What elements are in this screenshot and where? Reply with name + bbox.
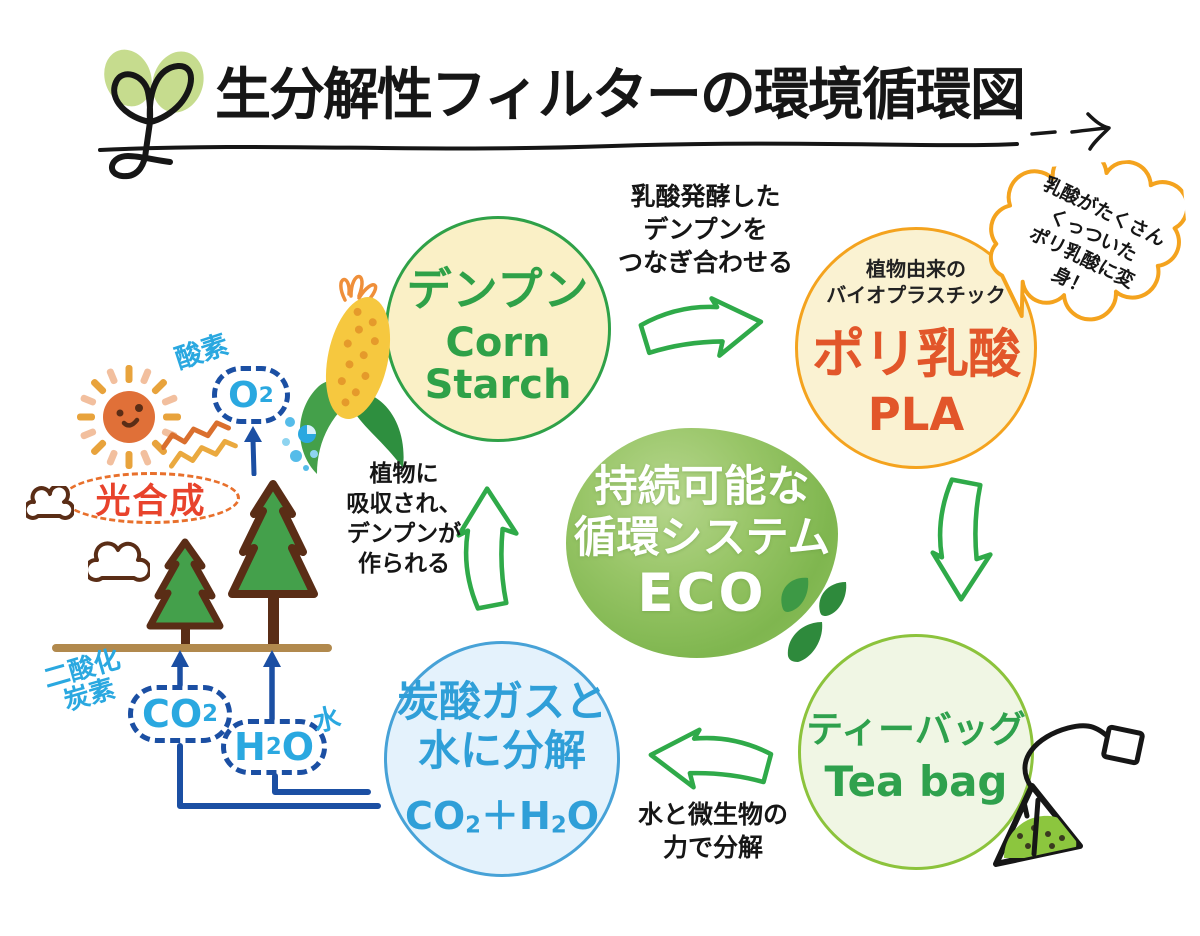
- starch-label-en-1: Corn: [445, 319, 551, 366]
- leaves-icon: [781, 577, 847, 662]
- cycle-arrow-pla-to-teabag-icon: [930, 470, 994, 608]
- node-teabag: ティーバッグ Tea bag: [798, 634, 1034, 870]
- cycle-arrow-teabag-to-decompose-icon: [640, 723, 782, 796]
- decompose-connector-lines-icon: [177, 743, 381, 809]
- ground-line: [52, 644, 332, 652]
- oxygen-label: 酸素: [171, 329, 233, 376]
- node-decompose: 炭酸ガスと 水に分解 CO2＋H2O: [384, 641, 620, 877]
- cloud-small-icon: [26, 486, 74, 520]
- annotation-absorption: 植物に 吸収され、 デンプンが 作られる: [346, 461, 462, 577]
- water-droplets-icon: [282, 417, 318, 471]
- pine-trees-icon: [146, 480, 318, 648]
- starch-label-jp: デンプン: [406, 262, 590, 316]
- pla-label-en: PLA: [867, 387, 965, 441]
- decompose-label-1: 炭酸ガスと: [396, 677, 607, 727]
- pla-subtitle-1: 植物由来の: [866, 256, 966, 281]
- pla-label-jp: ポリ乳酸: [812, 323, 1021, 385]
- center-eco-label: ECO: [637, 563, 767, 625]
- sprout-logo-icon: [104, 49, 204, 180]
- page-title: 生分解性フィルターの環境循環図: [215, 63, 1026, 128]
- title-underline-and-arrow-icon: [98, 112, 1111, 152]
- photosynthesis-badge: 光合成: [62, 472, 240, 524]
- annotation-decomposition: 水と微生物の 力で分解: [637, 800, 788, 862]
- teabag-label-en: Tea bag: [824, 756, 1008, 806]
- teabag-label-jp: ティーバッグ: [806, 707, 1026, 751]
- tea-bag-icon: [993, 723, 1145, 867]
- center-line-2: 循環システム: [573, 512, 831, 563]
- speech-bubble: 乳酸がたくさん くっついた ポリ乳酸に変身！: [979, 146, 1195, 341]
- co2-h2o-up-arrows-icon: [171, 650, 281, 722]
- oxygen-up-arrow-icon: [244, 426, 262, 476]
- starch-label-en-2: Starch: [424, 361, 572, 408]
- sun-icon: [77, 365, 181, 469]
- pla-subtitle-2: バイオプラスチック: [826, 282, 1006, 307]
- heat-squiggle-icon: [160, 420, 238, 469]
- carbon-dioxide-label: 二酸化 炭素: [40, 644, 124, 718]
- cloud-big-icon: [88, 541, 150, 582]
- decompose-label-2: 水に分解: [417, 725, 586, 775]
- decompose-formula: CO2＋H2O: [404, 793, 600, 839]
- center-line-1: 持続可能な: [594, 461, 810, 512]
- center-eco-blob: 持続可能な 循環システム ECO: [566, 428, 838, 658]
- annotation-fermentation: 乳酸発酵した デンプンを つなぎ合わせる: [617, 182, 793, 277]
- speech-bubble-outline-icon: [988, 146, 1190, 322]
- cycle-arrow-starch-to-pla-icon: [629, 290, 773, 368]
